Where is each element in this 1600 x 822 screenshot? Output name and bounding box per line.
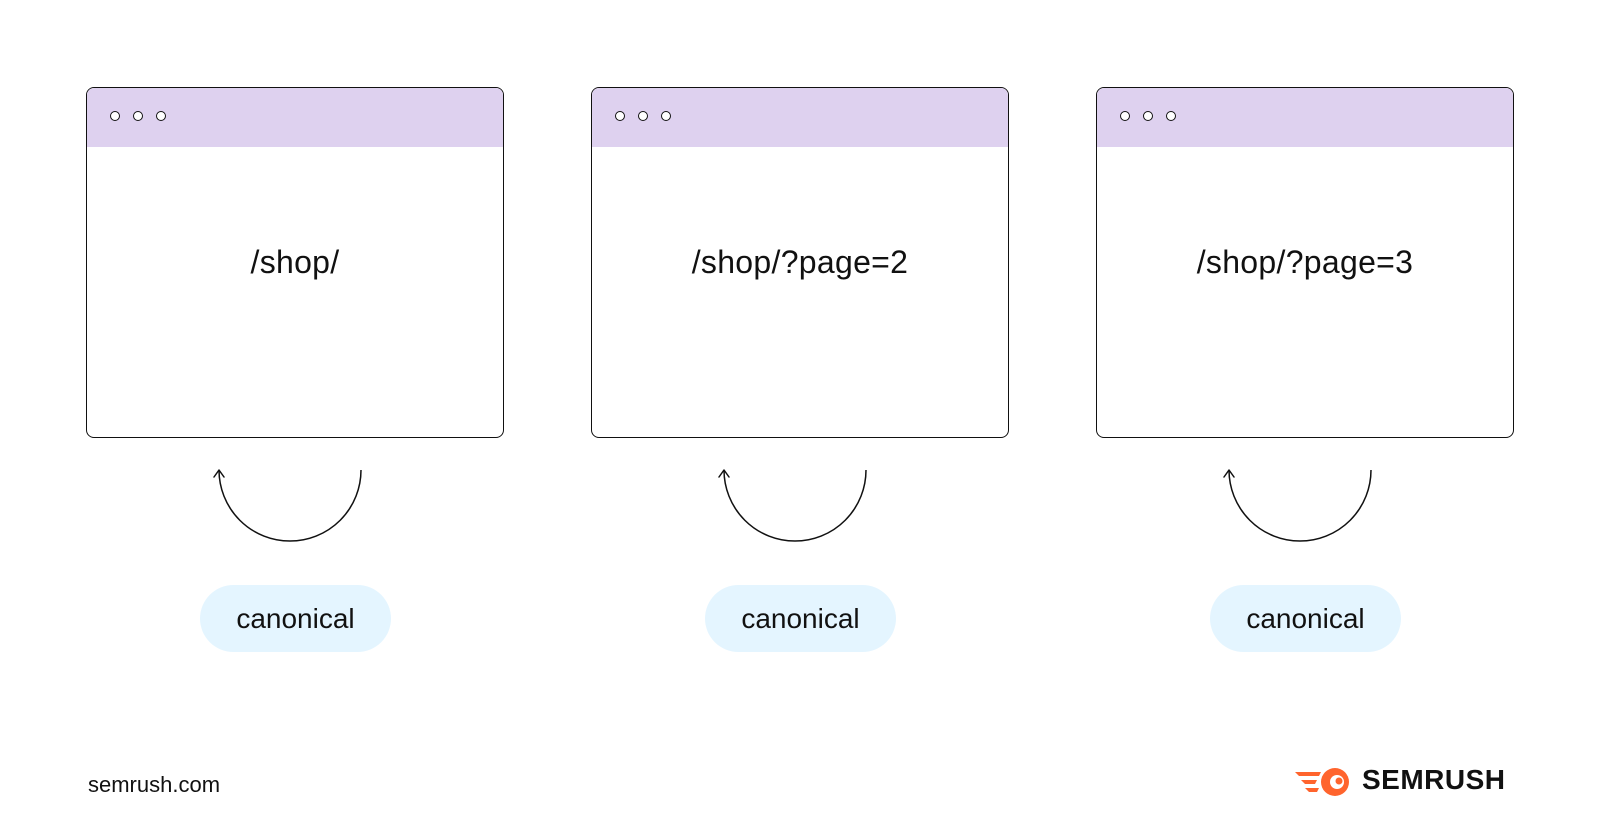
panel-shop-page-2: /shop/?page=2 canonical [591,0,1011,680]
self-reference-arrow-icon [213,469,362,542]
footer-domain: semrush.com [88,772,221,797]
browser-window: /shop/?page=2 [591,87,1009,438]
canonical-badge: canonical [705,585,896,652]
panel-shop: /shop/ canonical [86,0,506,680]
browser-title-bar [87,88,503,147]
page-url: /shop/?page=3 [1196,244,1414,280]
window-dot-icon [110,111,120,121]
window-dot-icon [156,111,166,121]
semrush-flame-logo-icon [1295,768,1349,796]
browser-title-bar [592,88,1008,147]
panel-shop-page-3: /shop/?page=3 canonical [1096,0,1516,680]
page-url: /shop/ [250,244,340,280]
self-reference-arrow-icon [1223,469,1372,542]
browser-title-bar [1097,88,1513,147]
window-dot-icon [638,111,648,121]
brand-name: SEMRUSH [1362,764,1506,795]
browser-window: /shop/?page=3 [1096,87,1514,438]
self-reference-arrow-icon [718,469,867,542]
window-dot-icon [133,111,143,121]
window-dot-icon [1166,111,1176,121]
canonical-badge: canonical [1210,585,1401,652]
canonical-badge: canonical [200,585,391,652]
window-dot-icon [615,111,625,121]
browser-window: /shop/ [86,87,504,438]
brand-logo: SEMRUSH [1295,763,1506,797]
page-url: /shop/?page=2 [691,244,909,280]
window-dot-icon [1120,111,1130,121]
window-dot-icon [661,111,671,121]
window-dot-icon [1143,111,1153,121]
